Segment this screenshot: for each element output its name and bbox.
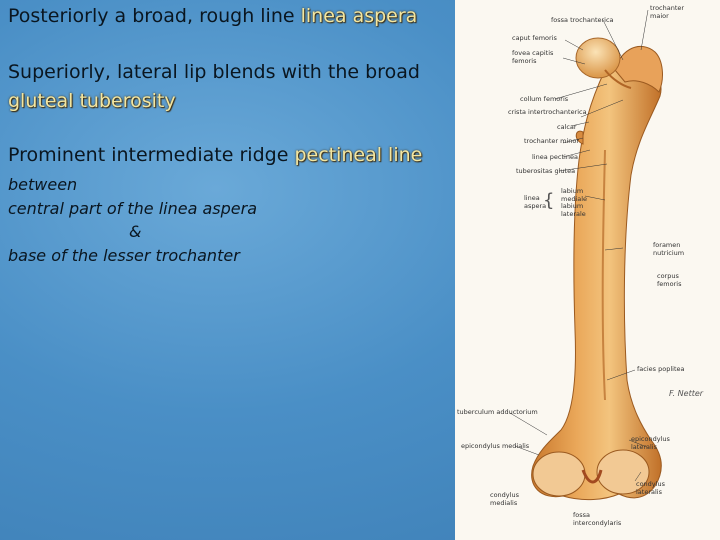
pectineal-line-statement: Prominent intermediate ridge pectineal l… <box>8 144 422 166</box>
femoral-neck <box>604 69 632 89</box>
netter-signature: F. Netter <box>669 389 704 398</box>
femoral-head <box>575 37 621 79</box>
linea-aspera-term: linea aspera <box>300 5 418 27</box>
description-line: base of the lesser trochanter <box>8 245 240 265</box>
pectineal-line-term: pectineal line <box>294 144 423 166</box>
statement-text: Superiorly, lateral lip blends with the … <box>8 61 420 83</box>
femur-bone <box>531 62 662 501</box>
label-epicondylus-medialis: epicondylus medialis <box>461 442 530 450</box>
description-line: between <box>8 175 78 194</box>
brace-icon: { <box>543 190 555 211</box>
pectineal-line-description: between central part of the linea aspera… <box>8 173 257 267</box>
label-collum-femoris: collum femoris <box>520 95 569 103</box>
label-tuberositas-glutea: tuberositas glutea <box>516 167 576 175</box>
statement-text: Prominent intermediate ridge <box>8 144 295 166</box>
gluteal-tuberosity-term: gluteal tuberosity <box>8 90 176 112</box>
statement-text: Posteriorly a broad, rough line <box>8 5 301 27</box>
label-linea-pectinea: linea pectinea <box>532 153 578 161</box>
label-tuberculum-adductorium: tuberculum adductorium <box>457 408 538 416</box>
label-calcar: calcar <box>557 123 577 131</box>
linea-aspera-statement: Posteriorly a broad, rough line linea as… <box>8 5 417 27</box>
intercondylar-fossa <box>581 469 603 484</box>
gluteal-tuberosity-statement: Superiorly, lateral lip blends with the … <box>8 58 448 116</box>
label-facies-poplitea: facies poplitea <box>637 365 685 373</box>
leader-lines <box>509 9 649 482</box>
lesser-trochanter <box>575 130 584 145</box>
label-caput-femoris: caput femoris <box>512 34 557 42</box>
label-trochanter-minor: trochanter minor <box>524 137 580 145</box>
medial-condyle <box>532 451 586 497</box>
linea-aspera-ridge <box>601 149 606 401</box>
text-panel: Posteriorly a broad, rough line linea as… <box>8 5 448 267</box>
label-crista-intertrochanterica: crista intertrochanterica <box>508 108 587 116</box>
description-line: central part of the linea aspera <box>8 198 258 218</box>
greater-trochanter <box>614 46 663 93</box>
lateral-condyle <box>596 449 650 495</box>
label-fossa-trochanterica: fossa trochanterica <box>551 16 614 24</box>
description-line: & <box>129 222 142 241</box>
femur-drawing <box>509 9 663 501</box>
